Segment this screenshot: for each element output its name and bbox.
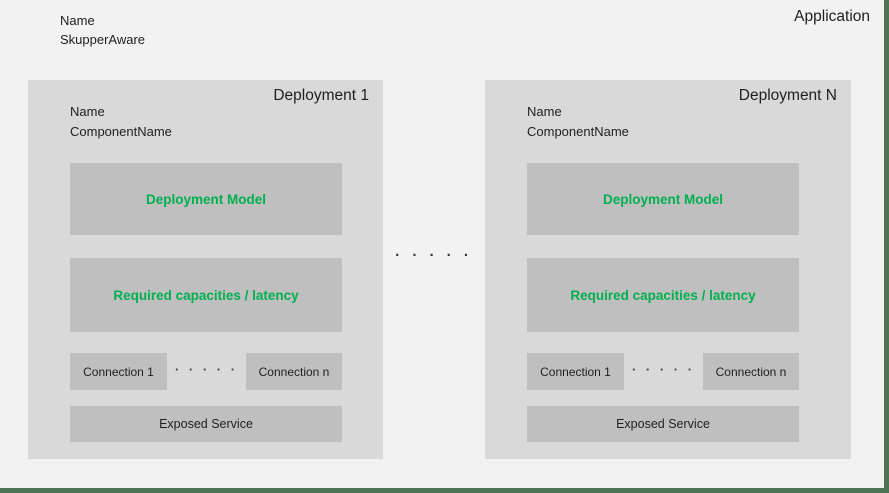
connection-1-box: Connection 1 [527,353,624,390]
deployment-1-required-capacities-box: Required capacities / latency [70,258,342,332]
deployment-model-label: Deployment Model [145,191,266,207]
deployment-1-exposed-service-box: Exposed Service [70,406,342,442]
deployment-model-label: Deployment Model [602,191,723,207]
deployment-n-box: Deployment N Name ComponentName Deployme… [485,80,851,459]
connection-n-box: Connection n [703,353,799,390]
deployment-n-model-box: Deployment Model [527,163,799,235]
deployment-n-component-name: ComponentName [527,124,629,139]
application-name-value: SkupperAware [60,32,146,47]
deployment-1-box: Deployment 1 Name ComponentName Deployme… [28,80,383,459]
deployment-1-component-name: ComponentName [70,124,172,139]
deployment-1-name-label: Name [70,104,105,119]
deployment-1-connections-row: Connection 1 · · · · · Connection n [70,353,342,390]
connection-1-box: Connection 1 [70,353,167,390]
required-capacities-label: Required capacities / latency [570,287,756,303]
deployment-n-meta: Name ComponentName [527,102,629,142]
deployment-n-required-capacities-box: Required capacities / latency [527,258,799,332]
connection-n-box: Connection n [246,353,342,390]
deployment-1-title: Deployment 1 [273,87,369,104]
application-title: Application [794,8,870,25]
deployment-1-model-box: Deployment Model [70,163,342,235]
connections-ellipsis: · · · · · [631,362,696,377]
required-capacities-label: Required capacities / latency [113,287,299,303]
application-name-label: Name [60,13,95,28]
deployment-n-name-label: Name [527,104,562,119]
deployment-1-meta: Name ComponentName [70,102,172,142]
connections-ellipsis: · · · · · [174,362,239,377]
deployment-n-connections-row: Connection 1 · · · · · Connection n [527,353,799,390]
deployment-n-exposed-service-box: Exposed Service [527,406,799,442]
deployments-ellipsis: · · · · · [395,247,473,264]
application-name-block: Name SkupperAware [60,11,145,49]
deployment-n-title: Deployment N [738,87,837,104]
